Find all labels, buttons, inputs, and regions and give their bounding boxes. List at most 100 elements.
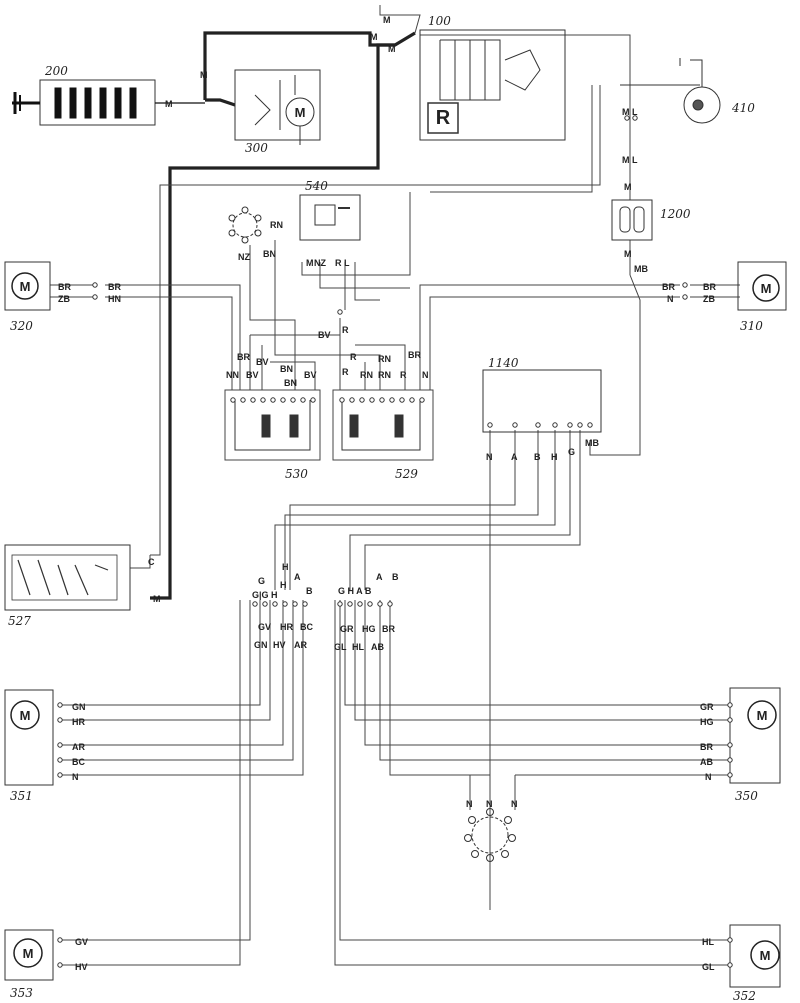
wire-label-zb: ZB [703, 294, 715, 304]
label-352: 352 [733, 989, 756, 1003]
label-410: 410 [731, 101, 755, 115]
wire-label-bv: BV [318, 330, 331, 340]
wire-label-m: M [624, 249, 632, 259]
wire-label-hg: HG [700, 717, 714, 727]
wire-label-nz: NZ [238, 252, 250, 262]
motor-symbol: M [20, 279, 31, 294]
wire-label-a: A [511, 452, 518, 462]
connector-pins [57, 115, 733, 968]
wire-label-mb: MB [634, 264, 648, 274]
wire-label-hl: HL [702, 937, 714, 947]
wire-label-r: R [400, 370, 407, 380]
label-351: 351 [10, 789, 33, 803]
label-310: 310 [740, 319, 763, 333]
motor-symbol: M [761, 281, 772, 296]
wire-label-g: G [258, 576, 265, 586]
wire-label-g: G [568, 447, 575, 457]
relay-530-internals [234, 400, 311, 451]
rotary-switch-top [228, 206, 262, 244]
wire-label-br: BR [58, 282, 71, 292]
wire-label-r: R [342, 325, 349, 335]
wire-label-gl: GL [702, 962, 715, 972]
wire-label-bv: BV [256, 357, 269, 367]
wire-label-rn: RN [378, 354, 391, 364]
battery-200 [12, 87, 205, 119]
wire-label-ar: AR [294, 640, 307, 650]
wire-label-nn: NN [226, 370, 239, 380]
wire-label-h: H [282, 562, 289, 572]
wire-label-n: N [705, 772, 712, 782]
wire-label-h: H [551, 452, 558, 462]
wire-label-rn: RN [360, 370, 373, 380]
wire-label-ab: AB [700, 757, 713, 767]
wire-label-bv: BV [246, 370, 259, 380]
wire-label-hr: HR [72, 717, 85, 727]
wire-label-m: M [165, 99, 173, 109]
wire-label-ml: M L [622, 107, 638, 117]
wire-label-bn: BN [284, 378, 297, 388]
label-529: 529 [395, 467, 418, 481]
module-300-internals [254, 75, 315, 145]
label-1140: 1140 [488, 356, 519, 370]
wire-label-m: M [306, 258, 314, 268]
wire-label-n: N [466, 799, 473, 809]
wire-label-hl: HL [352, 642, 364, 652]
wire-label-bn: BN [280, 364, 293, 374]
wire-label-h: H [280, 580, 287, 590]
thin-wires [50, 5, 740, 966]
wire-label-rn: RN [270, 220, 283, 230]
wire-label-gr: GR [700, 702, 714, 712]
alternator-100-internals [427, 39, 541, 134]
relay-symbol: R [436, 107, 451, 129]
wire-label-zb: ZB [58, 294, 70, 304]
relay-529-internals [341, 400, 421, 451]
label-530: 530 [285, 467, 308, 481]
wire-label-br: BR [662, 282, 675, 292]
motor-symbol: M [295, 105, 306, 120]
wire-label-gigh: G|G H [252, 590, 278, 600]
wire-label-gv: GV [75, 937, 88, 947]
wire-label-gr: GR [340, 624, 354, 634]
wire-label-r: R [342, 367, 349, 377]
wire-label-gl: GL [334, 642, 347, 652]
wire-label-b: B [306, 586, 313, 596]
wire-label-rl: R L [335, 258, 350, 268]
wire-label-ab: AB [371, 642, 384, 652]
wire-label-m: M [383, 15, 391, 25]
label-527: 527 [8, 614, 31, 628]
wire-label-br: BR [408, 350, 421, 360]
wire-label-br: BR [382, 624, 395, 634]
motor-symbol: M [757, 708, 768, 723]
wire-label-br: BR [237, 352, 250, 362]
label-100: 100 [428, 14, 451, 28]
main-power-wire [150, 31, 416, 600]
label-200: 200 [44, 64, 68, 78]
motor-351: M [10, 700, 40, 730]
label-300: 300 [245, 141, 268, 155]
motor-symbol: M [760, 948, 771, 963]
wire-label-bc: BC [72, 757, 85, 767]
label-540: 540 [305, 179, 328, 193]
label-1200: 1200 [660, 207, 691, 221]
wire-label-c: C [148, 557, 155, 567]
wire-label-m: M [153, 594, 161, 604]
wire-label-b: B [392, 572, 399, 582]
wire-label-n: N [511, 799, 518, 809]
wire-label-hv: HV [273, 640, 286, 650]
wire-label-hn: HN [108, 294, 121, 304]
motor-symbol: M [20, 708, 31, 723]
component-labels: 200 300 100 410 540 1200 320 310 530 529… [8, 14, 763, 1003]
wire-label-n: N [486, 799, 493, 809]
wire-label-gv: GV [258, 622, 271, 632]
component-boxes [4, 29, 787, 988]
wire-label-m: M [200, 70, 208, 80]
wire-label-m: M [370, 32, 378, 42]
wire-label-bc: BC [300, 622, 313, 632]
wire-label-n: N [667, 294, 674, 304]
wire-label-m: M [388, 44, 396, 54]
wire-label-b: B [534, 452, 541, 462]
rotary-switch-bottom [464, 808, 516, 862]
wire-label-gn: GN [72, 702, 86, 712]
wire-label-hg: HG [362, 624, 376, 634]
